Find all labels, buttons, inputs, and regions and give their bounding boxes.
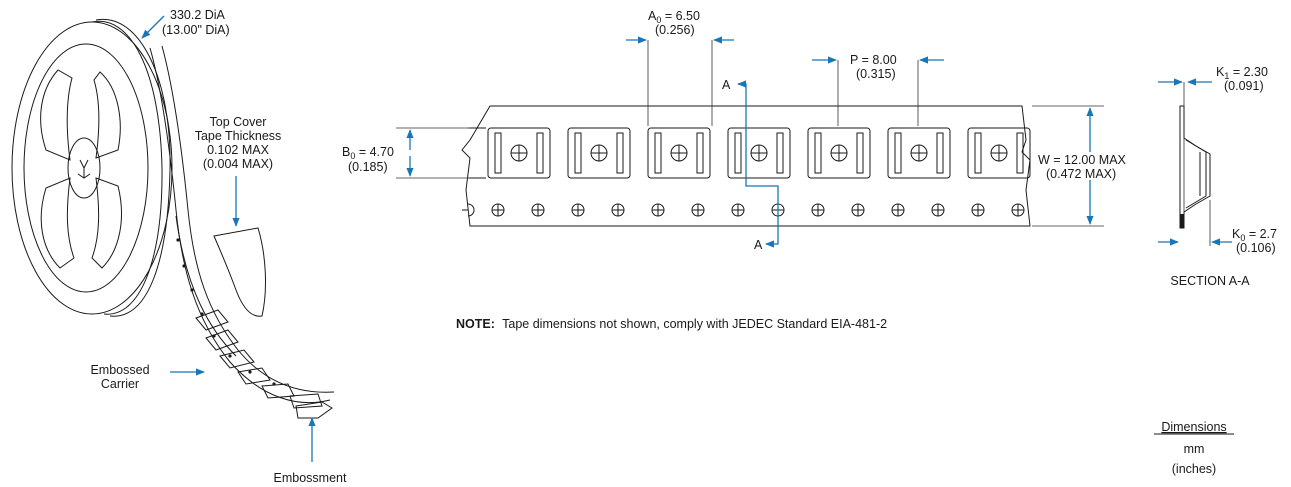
- sprocket-hole: [971, 203, 985, 217]
- sprocket-hole: [531, 203, 545, 217]
- units-legend: Dimensions mm (inches): [1154, 420, 1234, 476]
- svg-text:A0 = 6.50: A0 = 6.50: [648, 9, 700, 25]
- cover-tape-label-1: Top Cover: [210, 115, 267, 129]
- sprocket-hole: [731, 203, 745, 217]
- section-title: SECTION A-A: [1170, 274, 1250, 288]
- a0-subscript: 0: [656, 15, 661, 25]
- k1-symbol: K: [1216, 65, 1225, 79]
- pocket: [967, 127, 1031, 179]
- section-a-a-view: K1 = 2.30 (0.091) K0 = 2.7 (0.106) SECTI…: [1158, 65, 1277, 288]
- k1-value: = 2.30: [1229, 65, 1268, 79]
- pocket: [727, 127, 791, 179]
- pockets: [487, 127, 1031, 179]
- sprocket-hole: [571, 203, 585, 217]
- svg-text:NOTE: Tape dimensions not: NOTE: Tape dimensions not shown, comply …: [456, 317, 887, 331]
- a0-symbol: A: [648, 9, 657, 23]
- sprocket-hole: [851, 203, 865, 217]
- sprocket-hole-partial: [462, 203, 475, 217]
- sprocket-hole: [491, 203, 505, 217]
- dim-a0: A0 = 6.50 (0.256): [626, 9, 734, 126]
- pitch-value: P = 8.00: [850, 53, 897, 67]
- k0-subscript: 0: [1240, 233, 1245, 243]
- width-value: W = 12.00 MAX: [1038, 153, 1127, 167]
- svg-text:K0 = 2.7: K0 = 2.7: [1232, 227, 1277, 243]
- svg-text:B0 = 4.70: B0 = 4.70: [342, 145, 394, 161]
- section-marker-top: A: [722, 78, 731, 92]
- embossed-carrier-label-2: Carrier: [101, 377, 139, 391]
- k0-symbol: K: [1232, 227, 1241, 241]
- pitch-inches: (0.315): [856, 67, 896, 81]
- sprocket-hole: [1011, 203, 1025, 217]
- units-inches: (inches): [1172, 462, 1216, 476]
- a0-value: = 6.50: [661, 9, 700, 23]
- note-prefix: NOTE:: [456, 317, 495, 331]
- section-marker-bottom: A: [754, 238, 763, 252]
- k0-value: = 2.7: [1245, 227, 1277, 241]
- tape-unwinding: [149, 45, 335, 419]
- dim-pitch: P = 8.00 (0.315): [812, 53, 944, 126]
- b0-subscript: 0: [350, 151, 355, 161]
- sprocket-holes: [462, 203, 1025, 217]
- reel: [11, 18, 173, 317]
- reel-diameter-in: (13.00" DiA): [162, 23, 230, 37]
- width-inches: (0.472 MAX): [1046, 167, 1116, 181]
- tape-top-view: [461, 105, 1031, 227]
- reel-diameter-mm: 330.2 DiA: [170, 8, 226, 22]
- b0-inches: (0.185): [348, 160, 388, 174]
- a0-inches: (0.256): [655, 23, 695, 37]
- note-text: Tape dimensions not shown, comply with J…: [502, 317, 887, 331]
- sprocket-hole: [611, 203, 625, 217]
- units-title: Dimensions: [1161, 420, 1226, 434]
- pocket: [887, 127, 951, 179]
- sprocket-hole: [931, 203, 945, 217]
- dim-width: W = 12.00 MAX (0.472 MAX): [1032, 105, 1127, 227]
- sprocket-hole: [891, 203, 905, 217]
- dim-b0: B0 = 4.70 (0.185): [342, 127, 470, 179]
- k1-subscript: 1: [1224, 71, 1229, 81]
- cover-tape-label-3: 0.102 MAX: [207, 143, 270, 157]
- cover-tape-label-2: Tape Thickness: [195, 129, 282, 143]
- b0-value: = 4.70: [355, 145, 394, 159]
- embossed-carrier-label-1: Embossed: [90, 363, 149, 377]
- pocket: [567, 127, 631, 179]
- sprocket-hole: [811, 203, 825, 217]
- pocket: [487, 127, 551, 179]
- pocket: [807, 127, 871, 179]
- section-cut-line: A A: [722, 78, 779, 252]
- units-mm: mm: [1184, 442, 1205, 456]
- k1-inches: (0.091): [1224, 79, 1264, 93]
- b0-symbol: B: [342, 145, 350, 159]
- k0-inches: (0.106): [1236, 241, 1276, 255]
- sprocket-hole: [691, 203, 705, 217]
- embossment-label: Embossment: [274, 471, 347, 485]
- sprocket-hole: [651, 203, 665, 217]
- pocket: [647, 127, 711, 179]
- svg-text:K1 = 2.30: K1 = 2.30: [1216, 65, 1268, 81]
- cover-tape-label-4: (0.004 MAX): [203, 157, 273, 171]
